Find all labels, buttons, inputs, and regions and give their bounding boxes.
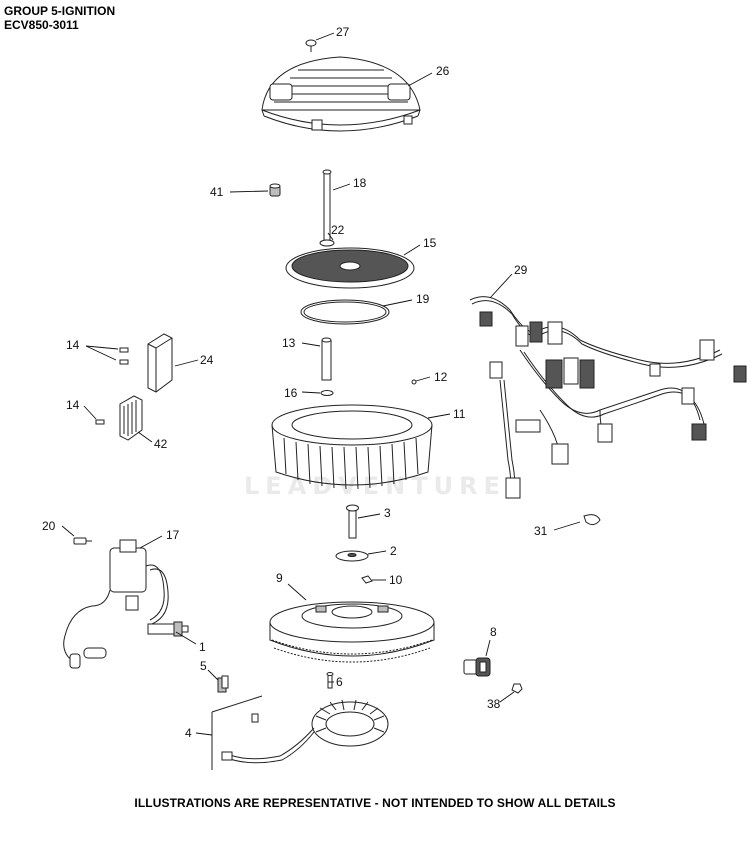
part-31-clip <box>583 514 601 526</box>
part-3-bolt <box>346 504 359 539</box>
callout-22: 22 <box>331 223 345 237</box>
leader-38 <box>499 691 515 703</box>
callout-14-lower: 14 <box>66 398 80 412</box>
callout-41: 41 <box>210 185 224 199</box>
leader-9 <box>287 583 307 601</box>
leader-18 <box>332 183 351 191</box>
callout-9: 9 <box>276 571 283 585</box>
part-38-screw <box>511 683 523 694</box>
callout-12: 12 <box>434 370 448 384</box>
callout-27: 27 <box>336 25 350 39</box>
callout-8: 8 <box>490 625 497 639</box>
part-26-cover <box>261 56 421 132</box>
callout-15: 15 <box>423 236 437 250</box>
callout-19: 19 <box>416 292 430 306</box>
part-27-screw <box>305 39 317 52</box>
disclaimer-footer: ILLUSTRATIONS ARE REPRESENTATIVE - NOT I… <box>134 796 616 810</box>
part-14-screws-upper <box>119 347 129 365</box>
leader-14a-2 <box>85 345 117 361</box>
callout-labels: 27 26 41 18 22 15 29 19 14 24 13 12 16 1… <box>42 25 548 740</box>
leader-42 <box>137 431 153 443</box>
leader-17 <box>139 535 163 549</box>
leader-16 <box>301 391 321 394</box>
callout-14-upper: 14 <box>66 338 80 352</box>
part-24-module <box>147 333 173 393</box>
callout-17: 17 <box>166 528 180 542</box>
leader-14b <box>83 405 97 420</box>
leader-1 <box>175 631 197 645</box>
leader-12 <box>415 376 431 382</box>
part-17-ignition-coil <box>63 539 169 669</box>
leader-2 <box>367 550 387 555</box>
leader-20 <box>61 525 75 537</box>
callout-3: 3 <box>384 506 391 520</box>
part-18-shaft <box>322 169 332 241</box>
callout-31: 31 <box>534 524 548 538</box>
group-title: GROUP 5-IGNITION <box>4 4 116 18</box>
callout-24: 24 <box>200 353 214 367</box>
callout-13: 13 <box>282 336 296 350</box>
leader-31 <box>553 521 581 531</box>
callout-2: 2 <box>390 544 397 558</box>
callout-29: 29 <box>514 263 528 277</box>
callout-11: 11 <box>453 407 466 421</box>
part-8-sensor <box>463 657 491 677</box>
callout-1: 1 <box>199 640 206 654</box>
watermark: LEADVENTURE <box>244 472 506 500</box>
part-29-wiring-harness <box>469 296 747 499</box>
callout-4: 4 <box>185 726 192 740</box>
leader-19 <box>382 299 413 307</box>
leader-13 <box>301 342 321 347</box>
part-1-spark-plug <box>147 621 189 637</box>
part-12-pin <box>411 379 417 385</box>
leader-24 <box>174 359 199 367</box>
callout-10: 10 <box>389 573 403 587</box>
callout-20: 20 <box>42 519 56 533</box>
leader-lines <box>61 32 581 736</box>
part-13-pin <box>321 337 332 381</box>
part-41-nut <box>269 183 281 197</box>
callout-16: 16 <box>284 386 298 400</box>
part-9-flywheel <box>269 601 435 663</box>
part-15-screen <box>285 247 415 289</box>
part-5-bracket <box>217 675 229 693</box>
callout-42: 42 <box>154 437 168 451</box>
model-number: ECV850-3011 <box>4 18 79 32</box>
callout-38: 38 <box>487 697 501 711</box>
part-14-screw-lower <box>95 419 105 425</box>
part-10-key <box>361 575 373 584</box>
leader-11 <box>427 413 451 419</box>
leader-26 <box>407 72 433 87</box>
part-6-screw <box>326 672 334 689</box>
leader-22 <box>327 232 334 241</box>
leader-29 <box>489 273 513 299</box>
leader-27 <box>315 32 335 41</box>
callout-18: 18 <box>353 176 367 190</box>
leader-8 <box>485 639 491 657</box>
part-22-washer <box>319 239 335 247</box>
leader-15 <box>403 244 421 256</box>
part-11-fan <box>271 404 433 490</box>
leader-3 <box>357 513 381 519</box>
part-42-regulator <box>119 395 143 441</box>
part-16-washer <box>320 390 334 396</box>
callout-5: 5 <box>200 659 207 673</box>
part-20-screw <box>73 537 92 545</box>
part-19-gasket <box>300 299 390 325</box>
part-2-washer <box>335 550 369 562</box>
leader-5 <box>207 669 219 681</box>
callout-6: 6 <box>336 675 343 689</box>
callout-26: 26 <box>436 64 450 78</box>
part-4-stator <box>211 695 389 770</box>
leader-41 <box>229 190 269 193</box>
leader-4 <box>195 732 213 736</box>
leader-14a-1 <box>85 345 119 350</box>
